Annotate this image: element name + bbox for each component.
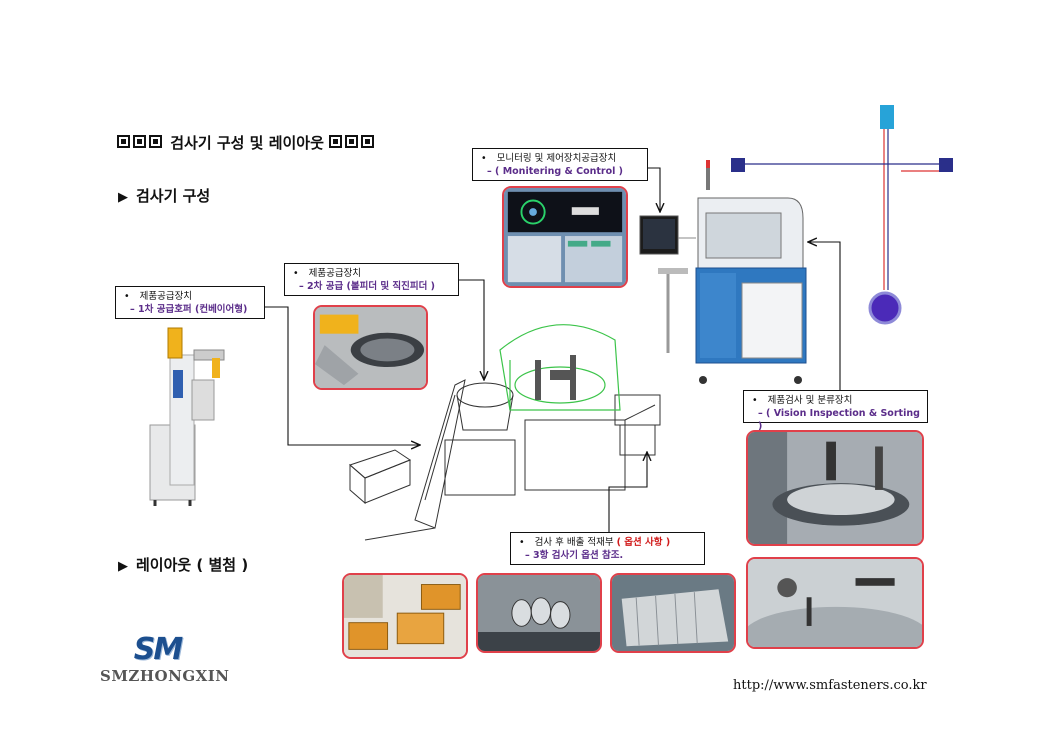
tube-parts-photo: [476, 573, 602, 653]
callout-feed2: • 제품공급장치 – 2차 공급 (볼피더 및 직진피더 ): [284, 263, 459, 296]
monitor-screen-photo: [502, 186, 628, 288]
page-title: 검사기 구성 및 레이아웃: [117, 132, 377, 153]
square-bullet-icon: [345, 135, 359, 148]
triangle-bullet-icon: ▶: [118, 190, 128, 205]
sorting-sensor-photo: [746, 557, 924, 649]
bullet: •: [293, 268, 299, 279]
triangle-bullet-icon: ▶: [118, 559, 128, 574]
section-layout-text: 레이아웃 ( 별첨 ): [136, 556, 249, 574]
square-bullet-icon: [117, 135, 130, 148]
square-bullet-icon: [149, 135, 162, 148]
decorative-crosshair: [731, 105, 953, 325]
square-bullet-icon: [329, 135, 343, 148]
callout-feed1-title: 제품공급장치: [139, 291, 193, 302]
bowl-feeder-photo: [313, 305, 428, 390]
callout-feed1: • 제품공급장치 – 1차 공급호퍼 (컨베이어형): [115, 286, 265, 319]
logo-text: SMZHONGXIN: [100, 667, 230, 685]
hopper-machine-image: [149, 327, 225, 506]
callout-feed2-subtitle: – 2차 공급 (볼피더 및 직진피더 ): [299, 281, 436, 292]
bullet: •: [519, 537, 525, 548]
vision-table-photo: [746, 430, 924, 546]
callout-discharge-subtitle: – 3항 검사기 옵션 참조.: [525, 550, 624, 561]
callout-vision: • 제품검사 및 분류장치 – ( Vision Inspection & Sor…: [743, 390, 928, 432]
callout-monitor: • 모니터링 및 제어장치공급장치 – ( Monitering & Contro…: [472, 148, 648, 181]
callout-vision-subtitle: – ( Vision Inspection & Sorting ): [758, 408, 920, 432]
square-bullet-icon: [133, 135, 146, 148]
callout-vision-title: 제품검사 및 분류장치: [767, 395, 853, 406]
callout-monitor-title: 모니터링 및 제어장치공급장치: [496, 153, 617, 164]
title-text: 검사기 구성 및 레이아웃: [170, 134, 324, 152]
square-bullet-icon: [361, 135, 375, 148]
website-url: http://www.smfasteners.co.kr: [733, 678, 927, 693]
section-config-text: 검사기 구성: [136, 187, 211, 205]
machine-drawing: [349, 324, 661, 541]
stacking-rack-photo: [610, 573, 736, 653]
bullet: •: [752, 395, 758, 406]
bullet: •: [481, 153, 487, 164]
tray-output-photo: [342, 573, 468, 659]
callout-discharge: • 검사 후 배출 적재부 ( 옵션 사항 ) – 3항 검사기 옵션 참조.: [510, 532, 705, 565]
company-logo: SM SMZHONGXIN: [100, 632, 250, 685]
section-layout-heading: ▶ 레이아웃 ( 별첨 ): [118, 554, 248, 575]
section-config-heading: ▶ 검사기 구성: [118, 185, 210, 206]
callout-discharge-option: ( 옵션 사항 ): [616, 537, 671, 548]
callout-feed1-subtitle: – 1차 공급호퍼 (컨베이어형): [130, 304, 248, 315]
vision-cabinet-image: [639, 160, 807, 384]
logo-mark: SM: [133, 632, 183, 667]
callout-discharge-title: 검사 후 배출 적재부: [534, 537, 614, 548]
callout-monitor-subtitle: – ( Monitering & Control ): [487, 166, 624, 177]
bullet: •: [124, 291, 130, 302]
callout-feed2-title: 제품공급장치: [308, 268, 362, 279]
